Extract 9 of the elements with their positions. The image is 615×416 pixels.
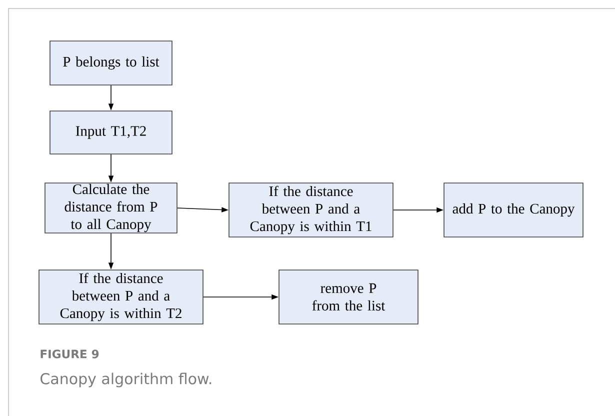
- process-box: Input T1,T2: [50, 110, 172, 154]
- process-box: add P to the Canopy: [444, 182, 584, 238]
- process-box: If the distance between P and a Canopy is within T2: [38, 270, 204, 324]
- figure-number: FIGURE 9: [40, 350, 99, 358]
- process-box: P belongs to list: [50, 40, 172, 86]
- process-box: Calculate the distance from P to all Canopy: [44, 182, 178, 234]
- figure-caption: Canopy algorithm flow.: [40, 372, 212, 388]
- process-box: remove P from the list: [278, 270, 418, 324]
- process-box: If the distance between P and a Canopy is within T1: [228, 182, 394, 238]
